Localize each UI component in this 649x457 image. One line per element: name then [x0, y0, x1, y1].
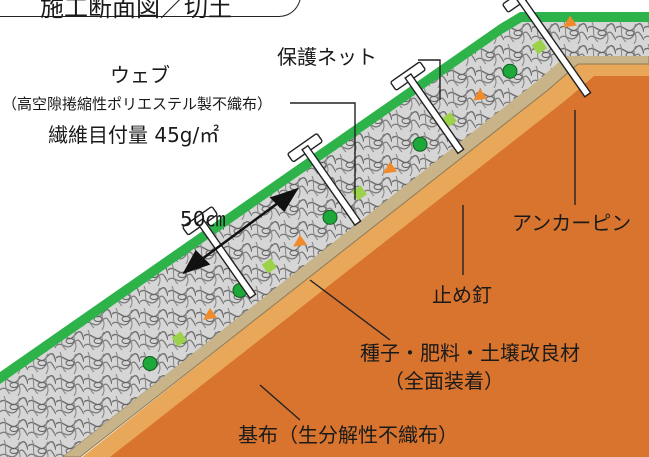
leader-web: [290, 102, 356, 200]
stop-nail: [182, 206, 257, 300]
seed-dot: [502, 63, 518, 79]
anchor-pin: [502, 0, 592, 98]
label-full-mount: （全面装着）: [384, 369, 504, 393]
leader-net: [418, 59, 441, 100]
leader-seed: [309, 279, 391, 341]
pin-shaft: [516, 0, 592, 98]
fertilizer-square: [531, 39, 547, 55]
pin-shaft: [301, 144, 362, 227]
label-protective-net: 保護ネット: [277, 45, 377, 69]
leader-base: [259, 384, 301, 421]
pins-group: [182, 0, 592, 300]
label-anchor-pin: アンカーピン: [512, 211, 632, 235]
stop-nail: [390, 61, 465, 155]
amendment-triangle: [473, 88, 487, 101]
label-base-cloth: 基布（生分解性不織布）: [238, 423, 458, 447]
diagram-title: 施工断面図／切土: [40, 0, 232, 22]
seed-dot: [142, 356, 158, 372]
pin-shaft: [404, 73, 465, 155]
label-stop-nail: 止め釘: [432, 283, 492, 307]
span-arrow: [182, 187, 299, 275]
seed-dot: [322, 209, 338, 225]
fertilizer-square: [261, 258, 277, 274]
fertilizer-square: [171, 331, 187, 347]
label-web-material: （高空隙捲縮性ポリエステル製不織布）: [2, 95, 273, 113]
amendment-triangle: [293, 234, 307, 247]
label-web-weight: 繊維目付量 45g/㎡: [48, 123, 220, 147]
label-span: 50㎝: [180, 207, 226, 231]
label-seed-fertilizer: 種子・肥料・土壌改良材: [360, 341, 580, 365]
amendment-triangle: [383, 161, 397, 174]
stop-nail: [287, 133, 362, 227]
ground-soil-band: [82, 62, 649, 457]
pin-shaft: [196, 217, 257, 300]
amendment-triangle: [203, 307, 217, 320]
web-layer: [0, 18, 649, 457]
seed-dot: [412, 136, 428, 152]
label-web: ウェブ: [110, 63, 170, 87]
amendment-triangle: [563, 15, 577, 28]
